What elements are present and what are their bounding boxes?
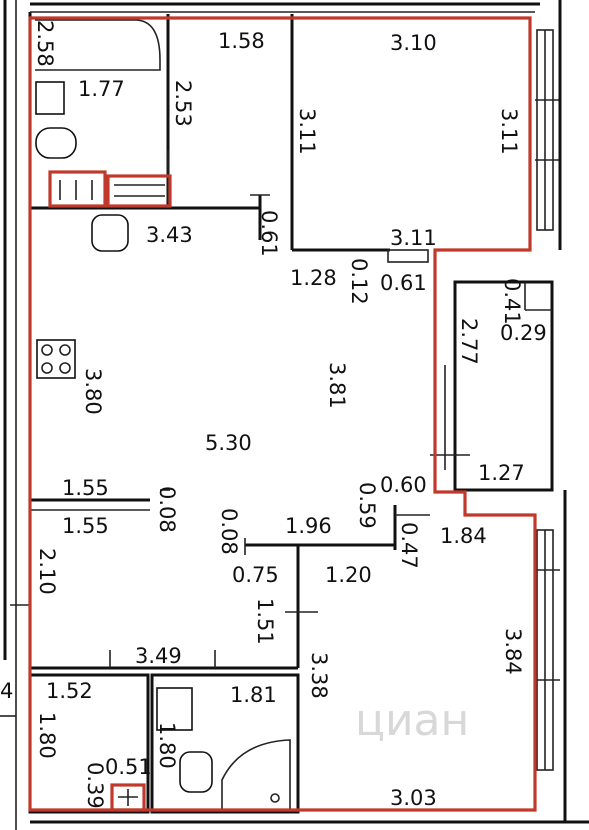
stove-icon <box>36 339 76 379</box>
dim-niche-155a: 1.55 <box>62 476 109 500</box>
dim-bath2-left-180: 1.80 <box>155 722 179 769</box>
dim-bath-top-152: 1.52 <box>46 679 93 703</box>
dim-room1-bottom: 3.11 <box>390 226 437 250</box>
dim-kitchen-left: 3.80 <box>81 368 105 415</box>
apartment-outline <box>28 16 537 812</box>
dim-wall-008b: 0.08 <box>217 508 241 555</box>
bathtub-icon <box>91 214 129 252</box>
dim-wall-060: 0.60 <box>380 473 427 497</box>
dim-room1-top: 3.10 <box>390 31 437 55</box>
dim-living-height: 3.81 <box>325 362 349 409</box>
dim-corridor-196: 1.96 <box>285 514 332 538</box>
dim-room1-right: 3.11 <box>497 108 521 155</box>
ventilation-shafts <box>48 170 172 812</box>
dim-bath2-top-181: 1.81 <box>230 683 277 707</box>
dim-hall-top: 1.58 <box>218 29 265 53</box>
toilet-icon <box>35 81 65 115</box>
dim-wall-059: 0.59 <box>355 482 379 529</box>
dim-kitchen-top: 3.43 <box>146 223 193 247</box>
dim-wall-012: 0.12 <box>347 258 371 305</box>
dim-room1-left: 3.11 <box>295 108 319 155</box>
toilet-icon-2 <box>179 751 213 793</box>
dim-shaft-039: 0.39 <box>83 762 107 809</box>
dim-door-075: 0.75 <box>232 563 279 587</box>
sink-icon <box>35 127 77 159</box>
dim-balcony-127: 1.27 <box>478 461 525 485</box>
dim-corridor-120: 1.20 <box>325 563 372 587</box>
dim-shaft-051: 0.51 <box>105 755 152 779</box>
dim-room2-top: 1.84 <box>440 524 487 548</box>
dim-door-061a: 0.61 <box>257 210 281 257</box>
dim-corridor-349: 3.49 <box>135 644 182 668</box>
dim-hall-left-210: 2.10 <box>35 548 59 595</box>
interior-walls <box>10 14 554 814</box>
sink-icon-2 <box>156 687 193 731</box>
dim-corridor-151: 1.51 <box>253 598 277 645</box>
dim-niche-155b: 1.55 <box>62 514 109 538</box>
dim-wall-047: 0.47 <box>397 522 421 569</box>
dim-balcony-277: 2.77 <box>457 318 481 365</box>
dim-room2-bottom: 3.03 <box>390 786 437 810</box>
fixtures <box>35 81 213 793</box>
dim-bath-top-wall: 2.58 <box>33 20 57 67</box>
dim-wc-top: 1.77 <box>78 77 125 101</box>
dim-wall-008a: 0.08 <box>155 486 179 533</box>
dim-room2-left-338: 3.38 <box>307 652 331 699</box>
dim-living-width: 5.30 <box>205 431 252 455</box>
dim-hall-height: 2.53 <box>171 80 195 127</box>
dim-door-061b: 0.61 <box>380 271 427 295</box>
dim-bath-left-180: 1.80 <box>35 712 59 759</box>
watermark: циан <box>355 695 469 746</box>
dim-wall-128: 1.28 <box>290 266 337 290</box>
dimension-labels: 2.58 1.77 1.58 3.10 3.11 2.53 3.11 3.11 … <box>0 20 547 810</box>
dim-closet-029: 0.29 <box>500 321 547 345</box>
dim-closet-041: 0.41 <box>500 278 524 325</box>
dim-room2-height: 3.84 <box>501 628 525 675</box>
dim-left-edge-4: 4 <box>0 679 13 703</box>
